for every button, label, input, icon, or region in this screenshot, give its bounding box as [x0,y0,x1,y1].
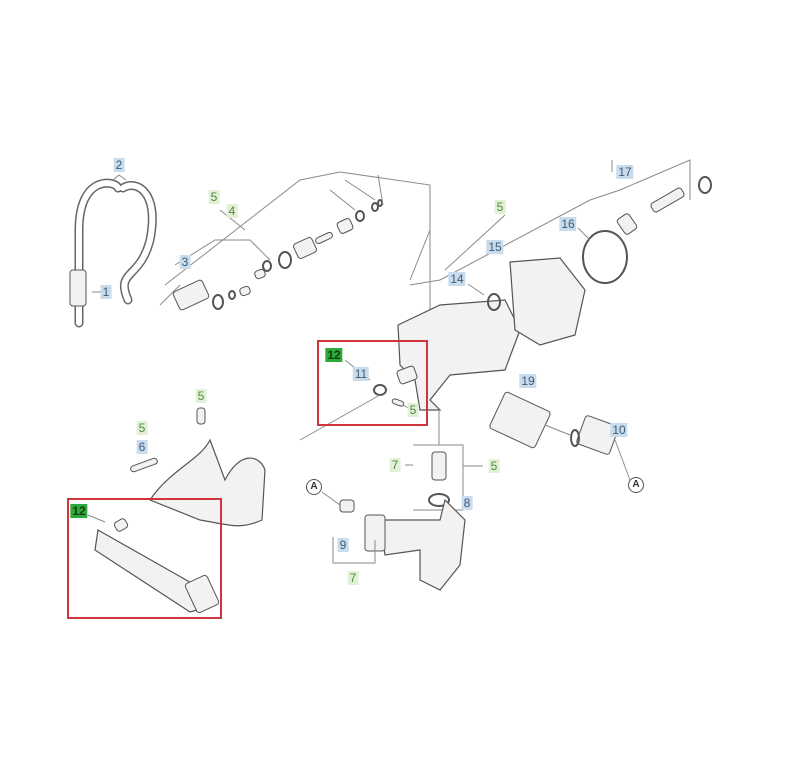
leader-line [329,189,356,211]
part-label-12: 12 [70,504,88,518]
part-label-6: 6 [136,440,148,454]
part-label-1: 1 [100,285,112,299]
outlet-nipple [396,365,418,385]
highlight-box-valve [317,340,428,426]
piston-rod [315,231,333,245]
spring [616,213,638,235]
part-label-11: 11 [352,367,370,381]
hose [76,180,156,326]
o-ring [278,251,292,269]
leader-line [377,174,384,206]
leader-line [219,209,246,231]
part-label-3: 3 [179,255,191,269]
spring [254,268,266,280]
part-label-5: 5 [195,389,207,403]
part-label-7: 7 [347,571,359,585]
leader-line [321,491,341,506]
piston [293,237,317,259]
part-label-5: 5 [488,459,500,473]
leader-line [409,159,691,286]
leader-line [444,214,506,271]
part-label-2: 2 [113,158,125,172]
o-ring [371,202,379,212]
inlet-fitting [172,279,210,311]
highlight-box-tube [67,498,222,619]
part-label-16: 16 [559,217,577,231]
bracket [332,537,376,564]
o-ring [262,260,272,272]
leader-line [174,239,271,266]
screw [339,499,355,513]
part-label-19: 19 [519,374,537,388]
part-label-5: 5 [494,200,506,214]
leader-line [467,283,485,296]
part-label-4: 4 [226,204,238,218]
valve-pin [239,285,251,297]
o-ring [228,290,236,300]
leader-line [577,227,591,241]
o-ring [487,293,501,311]
piston [650,187,685,213]
o-ring [428,493,450,507]
o-ring [377,199,383,207]
part-label-5: 5 [136,421,148,435]
valve [431,451,447,481]
screw [130,457,158,473]
part-label-5: 5 [407,403,419,417]
tube-nut [184,574,220,614]
bracket [413,444,464,511]
o-ring [355,210,365,222]
seal-pin [391,398,405,407]
part-label-12: 12 [325,348,343,362]
coupling-sleeve [489,391,551,449]
leader-line [544,424,571,436]
leader-line [164,171,431,346]
o-ring [570,429,580,447]
part-label-14: 14 [448,272,466,286]
mounting-bracket [149,438,266,527]
leader-line [344,179,376,201]
hose-outline [74,178,157,328]
outlet-elbow [379,498,466,591]
leader-line [159,284,181,306]
part-label-9: 9 [337,538,349,552]
connector-marker-A: A [306,479,322,495]
leader-line [87,514,106,523]
pump-cover [509,257,586,346]
connector-marker-A: A [628,477,644,493]
hose-fitting [69,269,87,307]
part-label-8: 8 [461,496,473,510]
leader-line [112,174,127,181]
leader-line [409,229,431,281]
part-label-15: 15 [486,240,504,254]
leader-line [614,439,631,481]
o-ring [212,294,224,310]
tube-clip [113,518,129,532]
part-label-5: 5 [208,190,220,204]
o-ring [698,176,712,194]
pin [196,407,206,425]
coupling-adapter [576,415,619,455]
frame-line [299,394,381,441]
part-label-7: 7 [389,458,401,472]
o-ring [582,230,628,284]
part-label-10: 10 [610,423,628,437]
spring [336,218,354,234]
part-label-17: 17 [616,165,634,179]
